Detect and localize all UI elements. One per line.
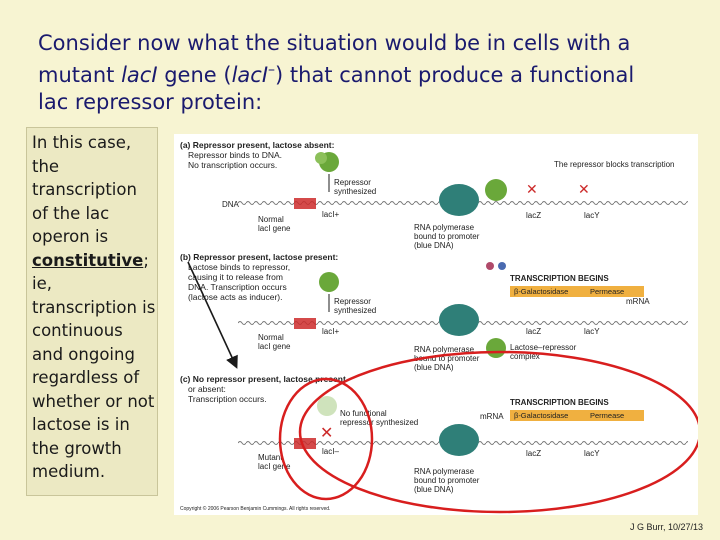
highlight-ellipse — [298, 350, 702, 514]
panel-b-complex1: Lactose–repressor — [510, 343, 577, 352]
panel-b-line2: Lactose binds to repressor, — [188, 262, 290, 272]
panel-b-perm: Permease — [590, 287, 624, 296]
no-repressor-x-icon: ✕ — [320, 423, 333, 442]
panel-c-lacy: lacY — [584, 449, 600, 458]
panel-b-transcription-begins: TRANSCRIPTION BEGINS — [510, 274, 609, 283]
title-line-3: lac repressor protein: — [38, 90, 263, 114]
repressor-shape — [319, 272, 339, 292]
highlight-circle — [278, 377, 374, 501]
panel-b-lacz: lacZ — [526, 327, 541, 336]
panel-a: (a) Repressor present, lactose absent: R… — [180, 140, 688, 250]
panel-b-mrna: mRNA — [626, 297, 650, 306]
panel-b-line5: (lactose acts as inducer). — [188, 292, 282, 302]
panel-a-line2: Repressor binds to DNA. — [188, 150, 282, 160]
panel-c-nofunc1: No functional — [340, 409, 387, 418]
panel-c-lacz: lacZ — [526, 449, 541, 458]
panel-a-lacy: lacY — [584, 211, 600, 220]
block-x-icon: ✕ — [526, 182, 538, 198]
panel-b-complex2: complex — [510, 352, 540, 361]
slide-title: Consider now what the situation would be… — [38, 30, 708, 116]
panel-c-line2: or absent: — [188, 384, 226, 394]
panel-a-laci-plus: lacI+ — [322, 210, 339, 219]
panel-c-transcription-begins: TRANSCRIPTION BEGINS — [510, 398, 609, 407]
panel-b-gene: lacI gene — [258, 342, 291, 351]
title-line-2: mutant lacI gene (lacI–) that cannot pro… — [38, 57, 708, 89]
lactose-repressor-complex — [486, 338, 506, 358]
title-text: gene ( — [157, 63, 232, 87]
panel-a-normal: Normal — [258, 215, 284, 224]
panel-b-rnap1: RNA polymerase — [414, 345, 475, 354]
title-text: mutant — [38, 63, 122, 87]
panel-b-rnap2: bound to promoter — [414, 354, 480, 363]
panel-c-mutant: Mutant — [258, 453, 283, 462]
panel-b-normal: Normal — [258, 333, 284, 342]
panel-a-repressor-label: Repressor — [334, 178, 371, 187]
panel-c-gal: β-Galactosidase — [514, 411, 568, 420]
rna-polymerase — [439, 424, 479, 456]
panel-c: (c) No repressor present, lactose presen… — [180, 350, 702, 514]
panel-b-lacy: lacY — [584, 327, 600, 336]
panel-b-line4: DNA. Transcription occurs — [188, 282, 287, 292]
panel-a-lacz: lacZ — [526, 211, 541, 220]
panel-b-gal: β-Galactosidase — [514, 287, 568, 296]
panel-a-gene: lacI gene — [258, 224, 291, 233]
mrna-banner — [510, 286, 644, 297]
panel-c-perm: Permease — [590, 411, 624, 420]
panel-a-dna: DNA — [222, 200, 240, 209]
panel-b-repressor-label2: synthesized — [334, 306, 376, 315]
title-line-1: Consider now what the situation would be… — [38, 31, 631, 55]
footer-credit: J G Burr, 10/27/13 — [630, 522, 704, 532]
title-text: ) that cannot produce a functional — [275, 63, 635, 87]
rna-polymerase — [439, 304, 479, 336]
panel-a-blocks-label: The repressor blocks transcription — [554, 160, 675, 169]
panel-a-rnap3: (blue DNA) — [414, 241, 454, 250]
panel-a-repressor-label2: synthesized — [334, 187, 376, 196]
panel-b: (b) Repressor present, lactose present: … — [180, 252, 688, 372]
transcription-banner — [510, 396, 648, 408]
panel-a-rnap1: RNA polymerase — [414, 223, 475, 232]
sidebar-keyword: constitutive — [32, 250, 144, 270]
laci-gene-segment — [294, 318, 316, 329]
copyright: Copyright © 2006 Pearson Benjamin Cummin… — [180, 505, 330, 512]
figure-svg: (a) Repressor present, lactose absent: R… — [180, 140, 702, 514]
laci-gene-segment — [294, 198, 316, 209]
rna-polymerase — [439, 184, 479, 216]
panel-c-rnap1: RNA polymerase — [414, 467, 475, 476]
sidebar-text-pre: In this case, the transcription of the l… — [32, 133, 137, 246]
transcription-banner — [510, 272, 648, 284]
lactose-molecule — [486, 262, 494, 270]
title-allele: lacI — [231, 63, 269, 87]
panel-b-repressor-label: Repressor — [334, 297, 371, 306]
panel-c-rnap3: (blue DNA) — [414, 485, 454, 494]
block-x-icon: ✕ — [578, 182, 590, 198]
lactose-molecule — [498, 262, 506, 270]
sidebar-text: In this case, the transcription of the l… — [32, 131, 158, 484]
panel-a-heading: (a) Repressor present, lactose absent: — [180, 140, 335, 150]
laci-gene-segment — [294, 438, 316, 449]
repressor-shape — [315, 152, 327, 164]
panel-c-rnap2: bound to promoter — [414, 476, 480, 485]
panel-c-line3: Transcription occurs. — [188, 394, 267, 404]
panel-b-line3: causing it to release from — [188, 272, 283, 282]
panel-a-line3: No transcription occurs. — [188, 160, 277, 170]
lac-operon-figure: (a) Repressor present, lactose absent: R… — [174, 134, 702, 515]
panel-b-rnap3: (blue DNA) — [414, 363, 454, 372]
panel-c-laci-minus: lacI– — [322, 447, 339, 456]
mrna-banner — [510, 410, 644, 421]
sidebar-text-post: ; ie, transcription is continuous and on… — [32, 250, 156, 482]
title-superscript: – — [268, 62, 276, 78]
panel-b-heading: (b) Repressor present, lactose present: — [180, 252, 338, 262]
panel-c-nofunc2: repressor synthesized — [340, 418, 418, 427]
panel-b-laci-plus: lacI+ — [322, 327, 339, 336]
panel-c-mrna: mRNA — [480, 412, 504, 421]
panel-a-rnap2: bound to promoter — [414, 232, 480, 241]
bound-repressor — [485, 179, 507, 201]
title-gene: lacI — [121, 63, 158, 87]
panel-c-gene: lacI gene — [258, 462, 291, 471]
nonfunctional-repressor — [317, 396, 337, 416]
panel-c-heading: (c) No repressor present, lactose presen… — [180, 374, 346, 384]
sidebar-box — [26, 127, 158, 496]
